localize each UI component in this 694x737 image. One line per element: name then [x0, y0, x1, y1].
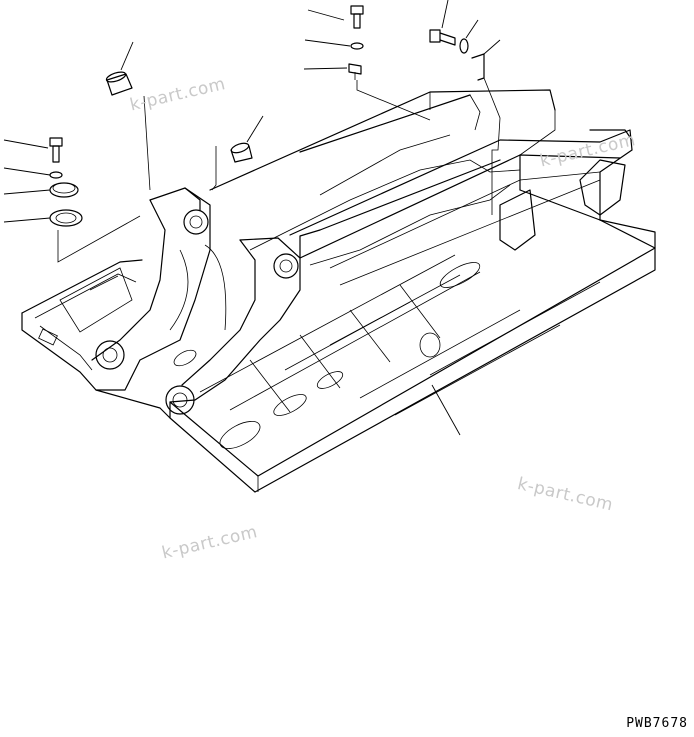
ring-left — [49, 209, 83, 227]
revolving-frame — [21, 89, 656, 493]
bolt-top — [350, 5, 364, 29]
bolt-top-right — [429, 29, 456, 46]
bracket-top-right — [471, 53, 485, 81]
washer-top-right — [459, 38, 469, 54]
bushing-center — [230, 142, 253, 163]
cap-left — [49, 182, 79, 198]
bushing-left — [105, 71, 133, 96]
bolt-left — [49, 137, 63, 163]
washer-top — [350, 42, 364, 50]
leader-lines — [3, 0, 501, 436]
drawing-code: PWB7678 — [626, 716, 688, 731]
clip-top — [348, 63, 362, 80]
washer-left — [49, 171, 63, 179]
